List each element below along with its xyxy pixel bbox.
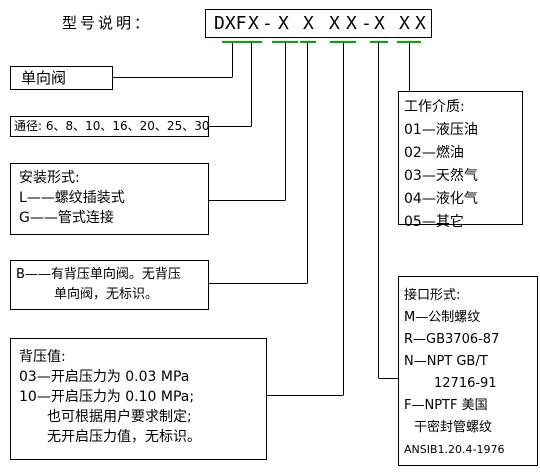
port-form-f: F—NPTF 美国: [404, 398, 488, 413]
model-code-seg-4: X: [303, 13, 314, 34]
back-pressure-type-box: B——有背压单向阀。无背压 单向阀，无标识。: [10, 260, 209, 310]
port-form-r: R—GB3706-87: [404, 332, 500, 347]
model-code-seg-9: X: [399, 13, 410, 34]
working-medium-04: 04—液化气: [404, 191, 478, 207]
valve-type-label: 单向阀: [21, 69, 67, 87]
back-pressure-value-box: 背压值: 03—开启压力为 0.03 MPa 10—开启压力为 0.10 MPa…: [10, 338, 267, 460]
working-medium-02: 02—燃油: [404, 145, 464, 161]
working-medium-03: 03—天然气: [404, 168, 478, 184]
port-form-title: 接口形式:: [404, 288, 461, 303]
back-pressure-value-title: 背压值:: [19, 349, 66, 365]
port-form-n-standard: 12716-91: [434, 376, 497, 391]
model-code-box: DXF X - X X X X - X X X: [205, 9, 432, 38]
install-form-box: 安装形式: L——螺纹插装式 G——管式连接: [10, 163, 209, 235]
model-code-seg-8: X: [374, 13, 385, 34]
bore-label: 通径: 6、8、10、16、20、25、30: [14, 119, 210, 133]
model-code-seg-3: X: [278, 13, 289, 34]
port-form-m: M—公制螺纹: [404, 310, 481, 325]
valve-type-box: 单向阀: [10, 66, 113, 90]
install-form-option-g: G——管式连接: [19, 210, 114, 226]
model-description-label: 型号说明：: [62, 14, 153, 32]
back-pressure-type-line-1: B——有背压单向阀。无背压: [16, 267, 181, 282]
back-pressure-value-03: 03—开启压力为 0.03 MPa: [19, 369, 190, 385]
model-code-seg-10: X: [415, 13, 426, 34]
model-code-prefix: DXF: [214, 13, 247, 34]
model-code-seg-7: -: [361, 13, 372, 34]
port-form-f-standard: ANSIB1.20.4-1976: [404, 443, 505, 456]
install-form-option-l: L——螺纹插装式: [19, 190, 125, 206]
model-code-seg-1: X: [248, 13, 259, 34]
port-form-box: 接口形式: M—公制螺纹 R—GB3706-87 N—NPT GB/T 1271…: [398, 276, 538, 466]
working-medium-01: 01—液压油: [404, 122, 478, 138]
port-form-n: N—NPT GB/T: [404, 354, 488, 369]
back-pressure-type-line-2: 单向阀，无标识。: [54, 287, 159, 302]
port-form-f-desc: 干密封管螺纹: [414, 420, 493, 435]
back-pressure-value-none: 无开启压力值，无标识。: [47, 429, 201, 445]
install-form-title: 安装形式:: [19, 170, 80, 186]
bore-box: 通径: 6、8、10、16、20、25、30: [10, 116, 209, 137]
model-code-seg-2: -: [262, 13, 273, 34]
working-medium-05: 05—其它: [404, 214, 464, 230]
working-medium-title: 工作介质:: [404, 99, 465, 115]
back-pressure-value-custom: 也可根据用户要求制定;: [47, 409, 192, 425]
working-medium-box: 工作介质: 01—液压油 02—燃油 03—天然气 04—液化气 05—其它: [398, 91, 523, 230]
model-code-seg-6: X: [346, 13, 357, 34]
model-code-seg-5: X: [329, 13, 340, 34]
connector-lines: [113, 43, 410, 396]
back-pressure-value-10: 10—开启压力为 0.10 MPa;: [19, 389, 195, 405]
